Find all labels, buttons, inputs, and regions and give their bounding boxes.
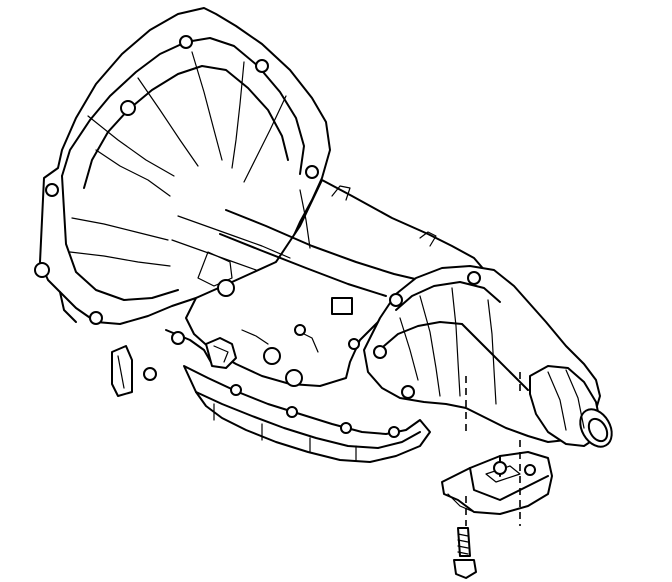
case-lower-details xyxy=(143,324,319,387)
left-bracket xyxy=(111,345,133,397)
output-shaft xyxy=(529,365,613,448)
transmission-mount xyxy=(441,451,553,515)
alignment-lines xyxy=(465,372,521,526)
mount-bolt xyxy=(453,527,477,579)
oil-pan xyxy=(183,365,431,463)
